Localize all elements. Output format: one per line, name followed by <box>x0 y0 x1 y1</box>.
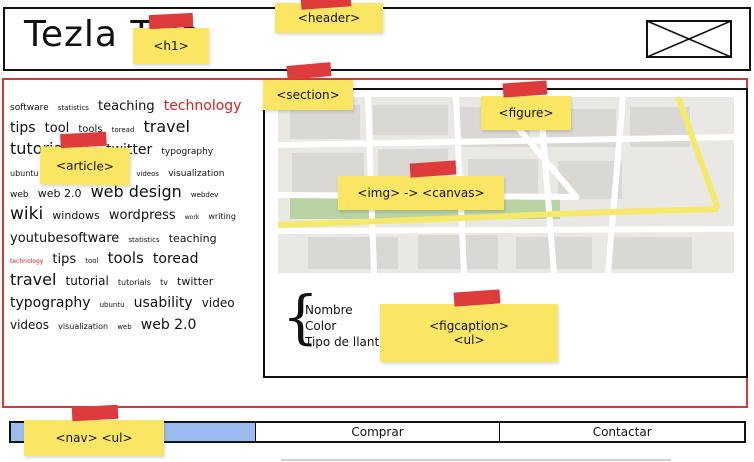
tag-link[interactable]: visualization <box>168 168 225 179</box>
tag-link[interactable]: videos <box>10 317 50 332</box>
logo-placeholder-icon <box>646 20 732 58</box>
sticky-label: <img> -> <canvas> <box>357 186 485 200</box>
tag-link[interactable]: tool <box>85 257 99 266</box>
tag-link[interactable]: tools <box>107 249 144 268</box>
sticky-note-header: <header> <box>275 0 383 33</box>
nav-item-contactar[interactable]: Contactar <box>592 425 652 439</box>
tag-link[interactable]: tips <box>10 119 36 136</box>
sticky-note-figure: <figure> <box>481 80 571 130</box>
tag-link[interactable]: statistics <box>128 235 160 244</box>
tag-link[interactable]: web 2.0 <box>37 187 82 201</box>
nav-item-comprar[interactable]: Comprar <box>256 423 501 441</box>
tape-icon <box>60 131 107 149</box>
tag-link[interactable]: videos <box>136 169 160 178</box>
tag-link[interactable]: web <box>117 322 132 331</box>
tag-link[interactable]: writing <box>208 211 236 221</box>
tag-link[interactable]: technology <box>163 98 242 114</box>
tag-link[interactable]: toread <box>152 251 199 268</box>
tag-link[interactable]: usability <box>133 294 193 311</box>
caption-item: Tipo de llantas <box>305 335 393 349</box>
tape-icon <box>300 0 352 10</box>
tag-link[interactable]: web design <box>90 182 182 202</box>
tag-link[interactable]: technology <box>10 258 44 266</box>
tag-link[interactable]: tutorial <box>65 274 109 289</box>
tag-link[interactable]: ubuntu <box>10 168 39 178</box>
sticky-label: <figure> <box>498 106 554 120</box>
tag-link[interactable]: twitter <box>177 275 214 289</box>
tag-link[interactable]: video <box>201 295 235 310</box>
tag-link[interactable]: windows <box>52 208 100 222</box>
sticky-label: <section> <box>276 88 340 102</box>
sticky-note-nav: <nav> <ul> <box>24 404 164 456</box>
tag-link[interactable]: statistics <box>57 104 89 112</box>
tag-link[interactable]: software <box>10 103 49 113</box>
sticky-label: <h1> <box>153 39 189 53</box>
tag-link[interactable]: typography <box>10 294 91 311</box>
sticky-label: <nav> <ul> <box>55 431 133 445</box>
tag-link[interactable]: tips <box>52 252 77 268</box>
sticky-note-img-canvas: <img> -> <canvas> <box>338 160 504 210</box>
tag-link[interactable]: tutorials <box>117 278 151 288</box>
tag-link[interactable]: wordpress <box>108 207 176 223</box>
tag-link[interactable]: tool <box>44 120 70 136</box>
caption-item: Nombre <box>305 303 353 317</box>
tag-link[interactable]: web <box>10 190 29 201</box>
sticky-label: <header> <box>297 11 361 25</box>
tag-cloud: software statistics teaching technology … <box>10 94 250 335</box>
tag-link[interactable]: teaching <box>168 231 217 245</box>
tag-link[interactable]: web 2.0 <box>140 316 197 333</box>
tag-link[interactable]: ubuntu <box>99 300 125 309</box>
tag-link[interactable]: wiki <box>10 203 44 224</box>
tape-icon <box>148 12 194 30</box>
tag-link[interactable]: typography <box>161 146 214 157</box>
tag-link[interactable]: teaching <box>98 99 155 114</box>
sticky-note-article: <article> <box>39 131 131 186</box>
sticky-note-figcaption: <figcaption> <ul> <box>380 289 558 362</box>
brace-icon: { <box>282 283 319 351</box>
tag-link[interactable]: visualization <box>58 321 109 331</box>
tag-link[interactable]: webdev <box>190 191 219 200</box>
tag-link[interactable]: youtubesoftware <box>10 230 120 246</box>
sticky-label: <article> <box>56 158 114 174</box>
tag-link[interactable]: travel <box>10 270 57 290</box>
tag-link[interactable]: work <box>184 213 200 221</box>
tag-link[interactable]: tools <box>78 123 103 135</box>
tag-link[interactable]: tv <box>160 278 168 288</box>
sticky-label: <ul> <box>453 333 485 347</box>
sticky-note-h1: <h1> <box>133 12 209 64</box>
tag-link[interactable]: toread <box>111 125 135 134</box>
caption-item: Color <box>305 319 337 333</box>
sticky-note-section: <section> <box>263 62 353 110</box>
sticky-label: <figcaption> <box>429 319 509 333</box>
tag-link[interactable]: travel <box>143 116 190 136</box>
divider <box>281 459 671 461</box>
tape-icon <box>71 404 119 422</box>
tape-icon <box>453 289 501 307</box>
